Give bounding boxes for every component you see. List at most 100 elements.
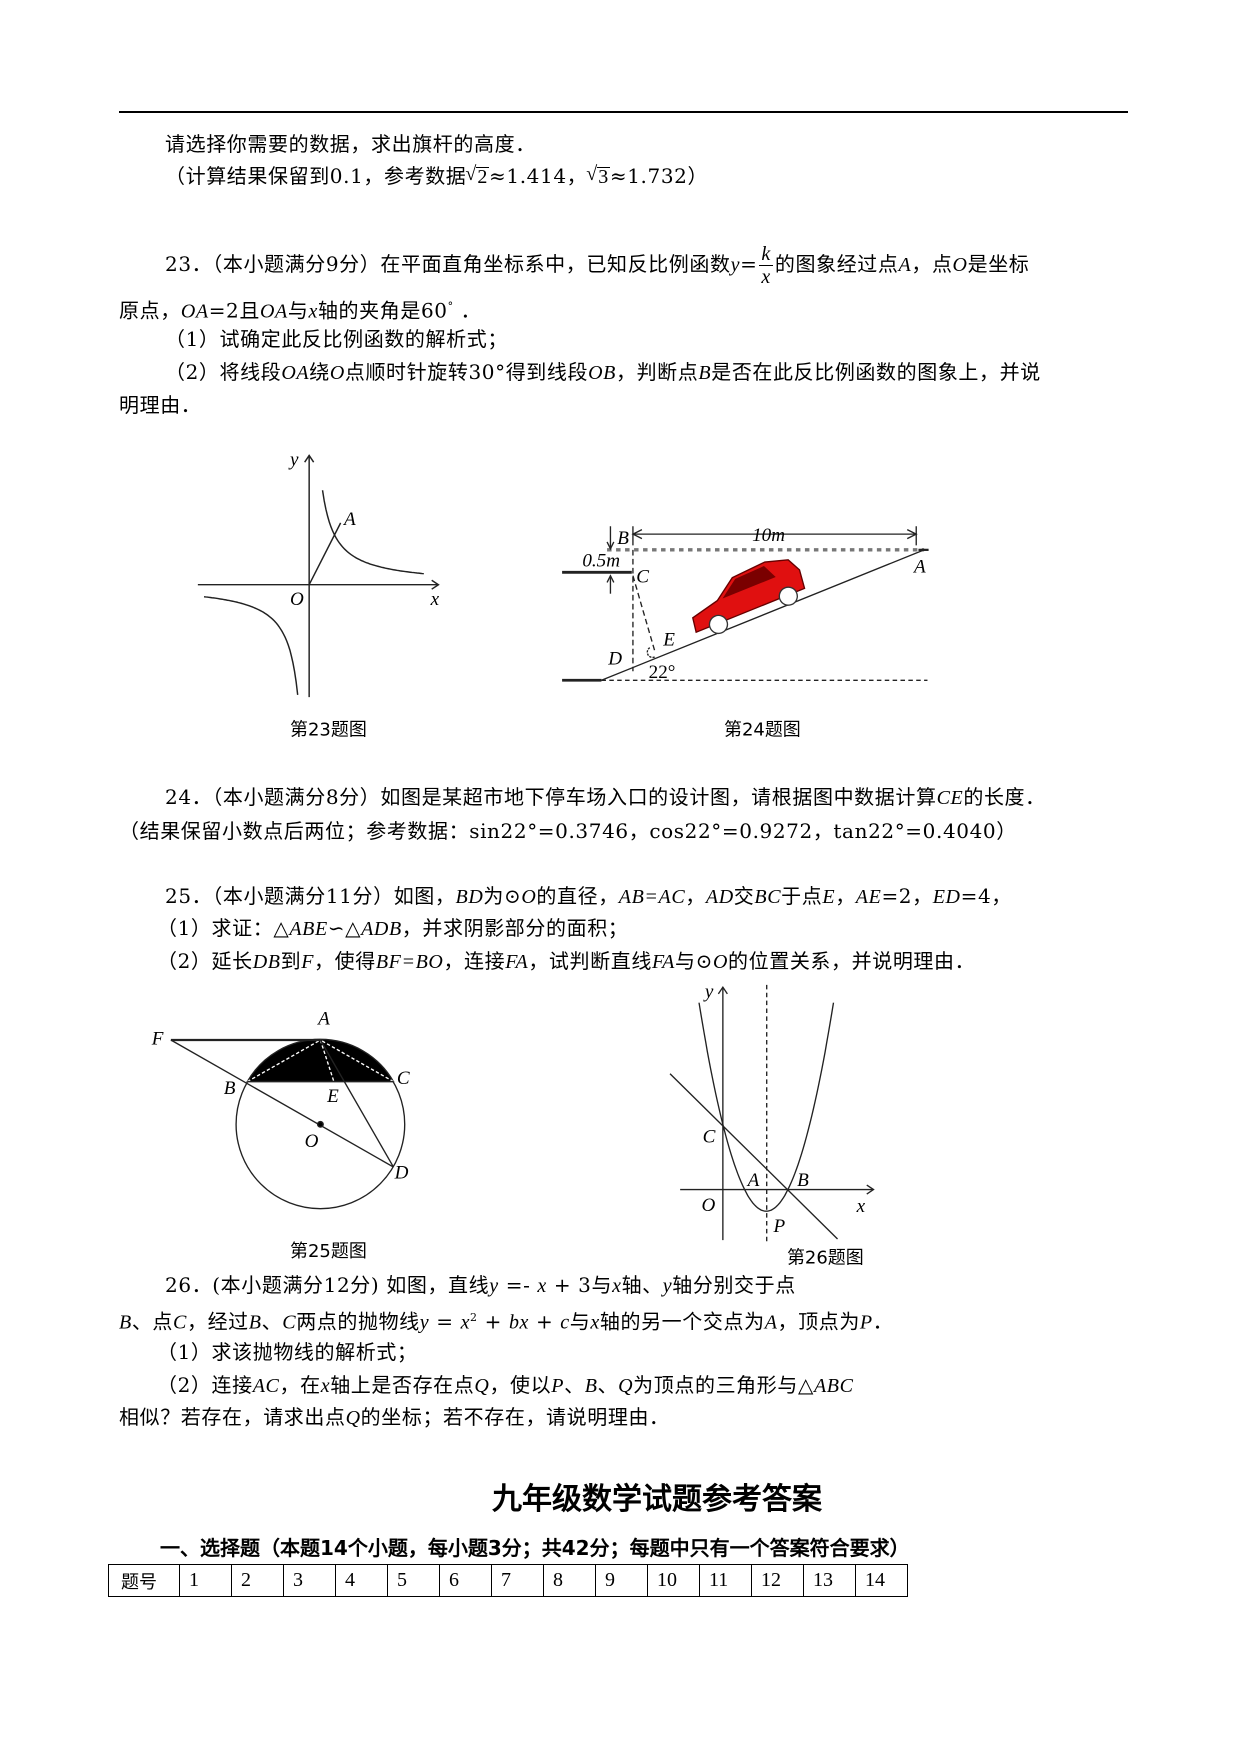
- superscript: °: [447, 300, 454, 313]
- text-run: 的坐标；若不存在，请说明理由．: [360, 1405, 670, 1429]
- figure-24-caption: 第24题图: [724, 719, 801, 740]
- text-run: ，连接: [443, 949, 506, 973]
- q25-statement: 25．（本小题满分11分）如图，BD为⊙O的直径，AB=AC，AD交BC于点E，…: [165, 884, 1012, 909]
- math-variable: O: [521, 886, 537, 908]
- math-variable: O: [329, 362, 345, 384]
- text-run: 的图象经过点: [774, 252, 899, 276]
- answer-title: 九年级数学试题参考答案: [492, 1482, 822, 1517]
- label-F: F: [151, 1029, 164, 1050]
- answer-number-cell: 13: [803, 1564, 856, 1597]
- parabola: [698, 1002, 835, 1212]
- label-C: C: [703, 1126, 716, 1147]
- line-CE: [632, 575, 657, 654]
- text-run: =: [429, 1309, 461, 1334]
- label-E: E: [662, 629, 675, 650]
- text-run: 、: [564, 1373, 585, 1397]
- math-variable: OA: [281, 362, 310, 384]
- car-icon: [692, 559, 806, 635]
- text-run: 交: [733, 884, 755, 908]
- text-run: ，经过: [186, 1309, 249, 1334]
- math-variable: c: [560, 1311, 570, 1334]
- text-run: 23．（本小题满分9分）在平面直角坐标系中，已知反比例函数: [165, 252, 731, 276]
- math-variable: x: [612, 1275, 622, 1297]
- text-run: 的位置关系，并说明理由．: [728, 949, 976, 973]
- math-variable: x: [308, 300, 318, 323]
- q24-statement: 24．（本小题满分8分）如图是某超市地下停车场入口的设计图，请根据图中数据计算C…: [165, 785, 1046, 810]
- math-variable: AB=AC: [618, 886, 686, 908]
- math-variable: C: [282, 1311, 297, 1334]
- text-run: 轴分别交于点: [672, 1273, 796, 1297]
- text-run: （2）连接: [157, 1373, 253, 1397]
- figure-24: B 10m 0.5m A C D E 22° 第24题图: [562, 525, 929, 740]
- math-variable: CE: [936, 787, 964, 809]
- label-0.5m: 0.5m: [582, 551, 620, 572]
- text-run: +: [529, 1309, 561, 1334]
- answer-number-cell: 3: [283, 1564, 336, 1597]
- math-variable: A: [898, 254, 912, 276]
- text-run: 26．(本小题满分12分) 如图，直线: [165, 1273, 490, 1297]
- q24-reference-data: （结果保留小数点后两位；参考数据：sin22°=0.3746，cos22°=0.…: [119, 819, 1017, 843]
- top-rule: [119, 111, 1128, 113]
- label-O: O: [702, 1195, 716, 1216]
- label-A: A: [316, 1008, 330, 1029]
- text-run: ，试判断直线: [528, 949, 652, 973]
- math-variable: x: [590, 1311, 600, 1334]
- label-y: y: [703, 981, 714, 1002]
- x-axis-arrow-icon: [431, 579, 440, 590]
- math-variable: OA: [259, 300, 288, 323]
- math-variable: E: [822, 886, 836, 908]
- answer-number-cell: 12: [751, 1564, 804, 1597]
- x-axis-arrow-icon: [866, 1184, 875, 1195]
- text-run: 是否在此反比例函数的图象上，并说: [711, 360, 1041, 384]
- math-variable: y: [419, 1311, 430, 1334]
- segment-OA: [308, 522, 342, 586]
- math-variable: ADB: [361, 918, 402, 940]
- label-D: D: [394, 1162, 409, 1183]
- text-run: 为顶点的三角形与△: [633, 1373, 814, 1397]
- ramp: [601, 549, 925, 681]
- math-variable: B: [248, 1311, 262, 1334]
- text-run: 到: [280, 949, 302, 973]
- math-variable: FA: [651, 951, 675, 973]
- figure-26-caption: 第26题图: [787, 1248, 864, 1269]
- math-variable: y: [662, 1275, 673, 1297]
- math-variable: ABC: [813, 1375, 854, 1397]
- q26-part2-cont: 相似？若存在，请求出点Q的坐标；若不存在，请说明理由．: [119, 1405, 670, 1430]
- math-variable: FA: [505, 951, 529, 973]
- text-run: ≈1.732）: [609, 164, 709, 188]
- y-axis-arrow-icon: [717, 985, 728, 995]
- q22-text-line: 请选择你需要的数据，求出旗杆的高度．: [165, 132, 536, 156]
- q22-reference-data: （计算结果保留到0.1，参考数据2≈1.414，3≈1.732）: [165, 164, 708, 188]
- text-run: =2且: [208, 298, 260, 323]
- label-O: O: [290, 589, 304, 610]
- text-run: ，使得: [314, 949, 376, 973]
- answer-number-cell: 8: [543, 1564, 596, 1597]
- text-run: 、点: [131, 1309, 174, 1334]
- text-run: 与⊙: [675, 949, 713, 973]
- q26-statement: 26．(本小题满分12分) 如图，直线y =- x + 3与x轴、y轴分别交于点: [165, 1273, 796, 1298]
- label-A: A: [342, 509, 356, 530]
- q23-statement-cont: 原点，OA=2且OA与x轴的夹角是60° ．: [119, 295, 481, 324]
- label-x: x: [856, 1196, 866, 1217]
- q23-part1: （1）试确定此反比例函数的解析式；: [165, 327, 508, 351]
- math-variable: B: [698, 362, 712, 384]
- q26-part2: （2）连接AC，在x轴上是否存在点Q，使以P、B、Q为顶点的三角形与△ABC: [157, 1373, 854, 1398]
- math-variable: C: [173, 1311, 187, 1334]
- text-run: ．: [872, 1309, 894, 1334]
- math-variable: Q: [345, 1407, 361, 1429]
- hyperbola-upper-branch: [321, 490, 424, 575]
- text-run: 为⊙: [483, 884, 522, 908]
- text-run: =: [740, 252, 758, 276]
- text-run: ，并求阴影部分的面积；: [401, 916, 629, 940]
- text-run: （1）求证：△: [157, 916, 290, 940]
- line-AD: [319, 1039, 395, 1168]
- table-header-cell: 题号: [108, 1564, 180, 1597]
- math-variable: BD: [455, 886, 484, 908]
- text-run: ≈1.414，: [489, 164, 588, 188]
- math-variable: ABE: [289, 918, 328, 940]
- label-E: E: [326, 1086, 339, 1107]
- text-run: ，在: [279, 1373, 321, 1397]
- label-y: y: [288, 450, 299, 471]
